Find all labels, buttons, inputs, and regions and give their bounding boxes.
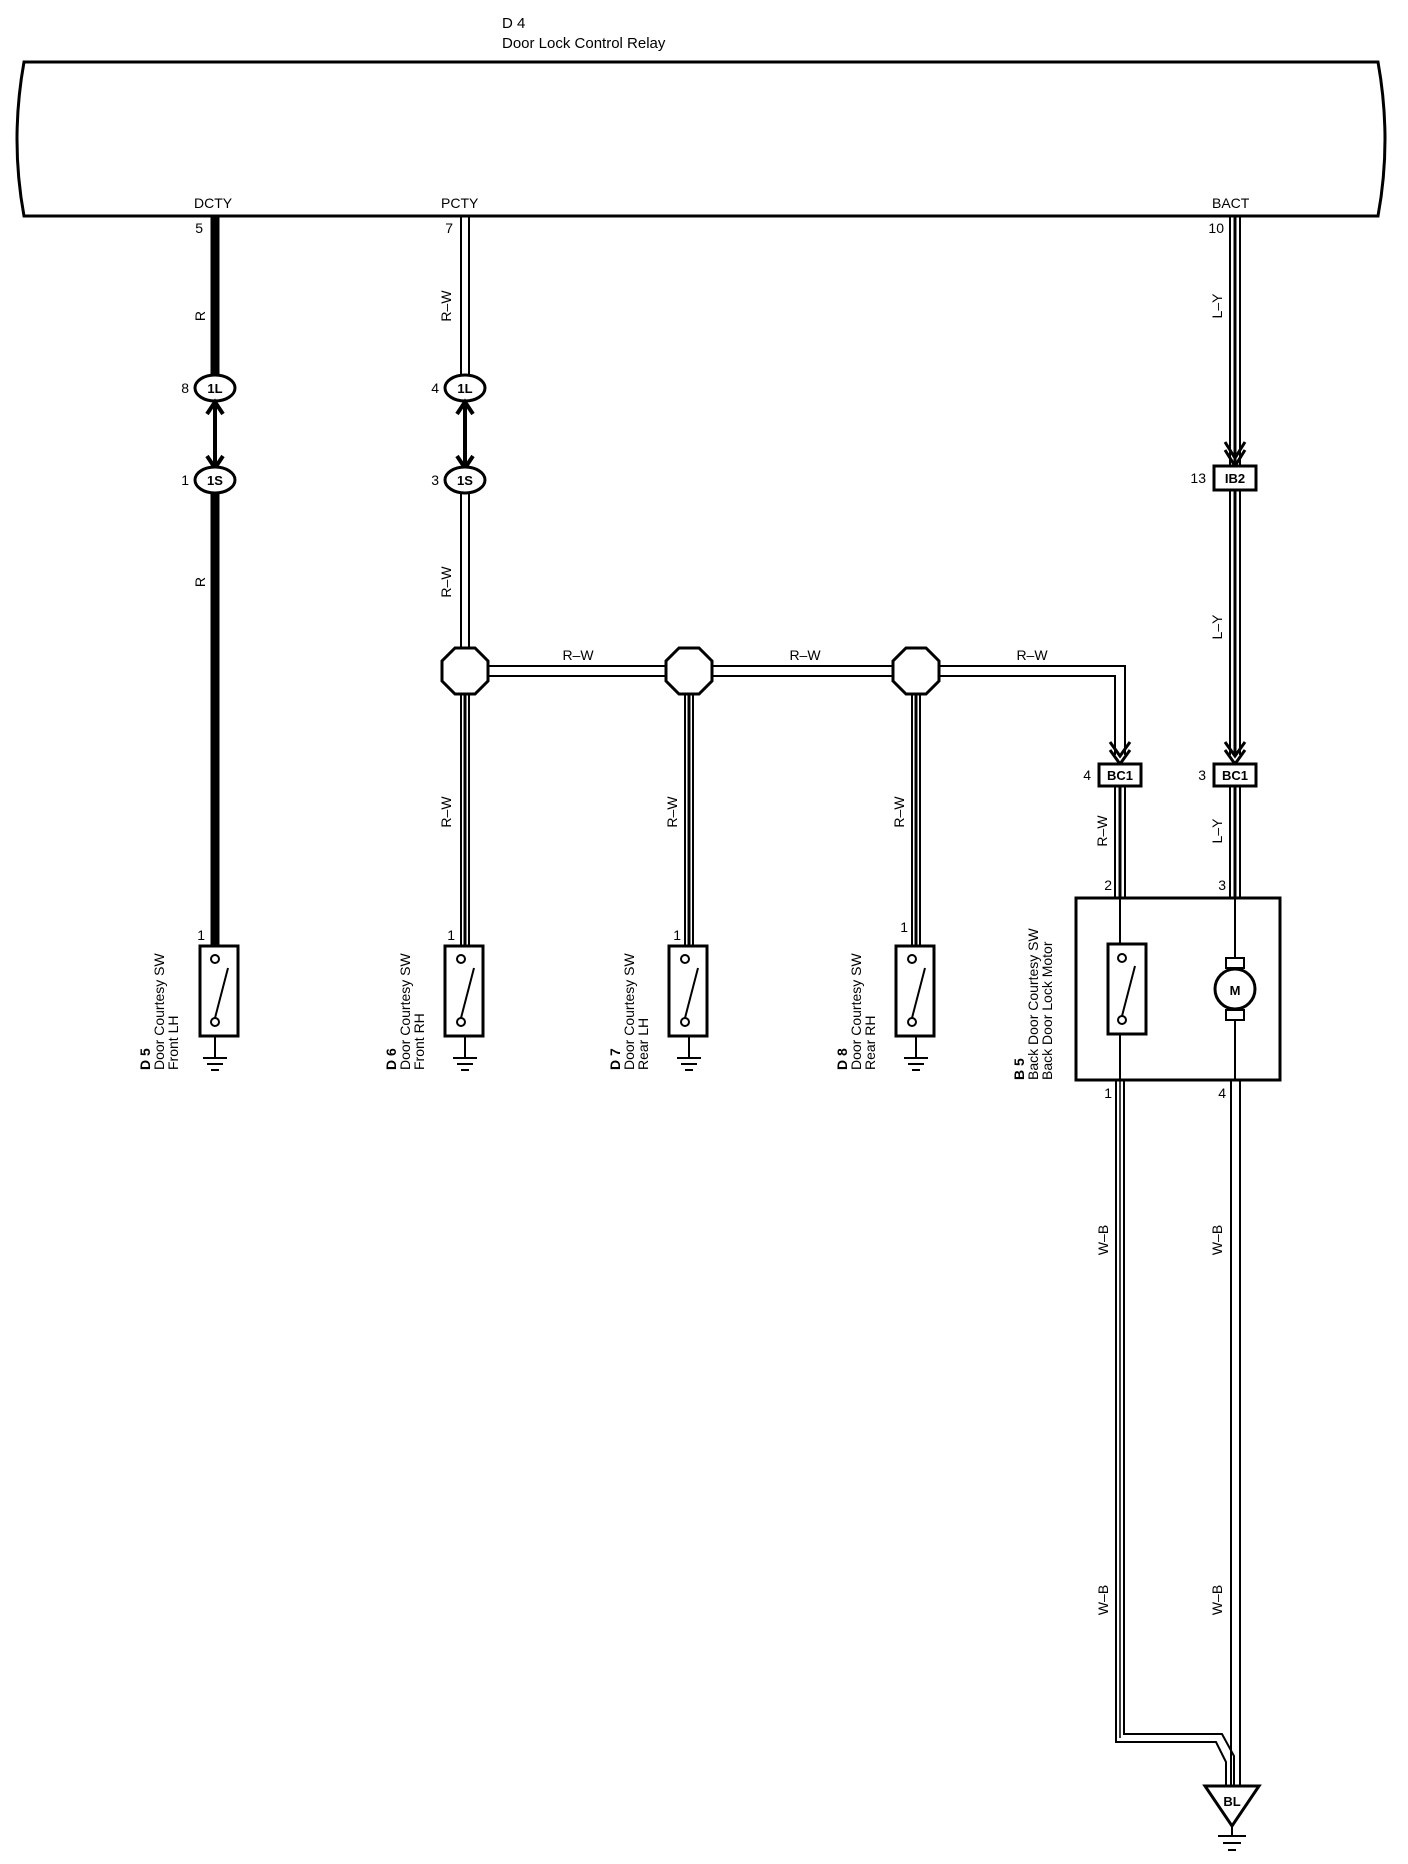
d8-line2: Rear RH: [862, 1016, 878, 1070]
wire-label-r-upper: R: [192, 311, 208, 321]
connector-ib2-label: IB2: [1225, 471, 1245, 486]
rw-bus: R–W R–W R–W R–W R–W R–W: [438, 646, 1132, 946]
pin-ib2-13: 13: [1190, 470, 1206, 486]
wire-label-bus-1: R–W: [562, 647, 594, 663]
d5-line1: Door Courtesy SW: [151, 953, 167, 1070]
connector-bc1-right: [1212, 762, 1258, 788]
connector-1s-pcty-label: 1S: [457, 473, 473, 488]
connector-1l-pcty-label: 1L: [457, 381, 472, 396]
pin-b5-4: 4: [1218, 1085, 1226, 1101]
pin-b5-3: 3: [1218, 877, 1226, 893]
pin-1s-3: 3: [431, 472, 439, 488]
switch-d6: 1 D 6 Door Courtesy SW Front RH: [383, 927, 485, 1071]
wire-label-r-lower: R: [192, 577, 208, 587]
d8-code: D 8: [834, 1048, 850, 1070]
connector-bc1-left-label: BC1: [1107, 768, 1133, 783]
terminal-pcty: PCTY: [441, 195, 479, 211]
d6-line1: Door Courtesy SW: [397, 953, 413, 1070]
wire-pcty: 7 R–W R–W 1L 4 1S 3: [431, 217, 487, 652]
wire-label-d8-branch: R–W: [891, 796, 907, 828]
terminal-dcty: DCTY: [194, 195, 233, 211]
pin-bact-10: 10: [1208, 220, 1224, 236]
relay-name: Door Lock Control Relay: [502, 35, 666, 52]
d7-line1: Door Courtesy SW: [621, 953, 637, 1070]
pin-b5-2: 2: [1104, 877, 1112, 893]
wire-label-bc1-rw: R–W: [1094, 815, 1110, 847]
pin-d8-1: 1: [900, 919, 908, 935]
connector-1s-dcty: [193, 465, 237, 495]
d5-line2: Front LH: [165, 1016, 181, 1070]
d5-code: D 5: [137, 1048, 153, 1070]
b5-line2: Back Door Lock Motor: [1039, 941, 1055, 1080]
splice-point-1: [440, 646, 490, 696]
component-b5: 2 3 1 4 M B 5 Back Door Courtesy SW Back…: [1011, 877, 1282, 1101]
b5-line1: Back Door Courtesy SW: [1025, 928, 1041, 1080]
d7-line2: Rear LH: [635, 1018, 651, 1070]
pin-bc1-3: 3: [1198, 767, 1206, 783]
wire-ground: W–B W–B W–B W–B BL: [1095, 1081, 1262, 1851]
pin-1s-1: 1: [181, 472, 189, 488]
terminal-bact: BACT: [1212, 195, 1250, 211]
wire-label-bus-3: R–W: [1016, 647, 1048, 663]
door-lock-control-relay: D 4 Door Lock Control Relay DCTY PCTY BA…: [15, 15, 1387, 218]
pin-1l-8: 8: [181, 380, 189, 396]
wire-label-d6-branch: R–W: [438, 796, 454, 828]
connectors-bc1: BC1 4 BC1 3 R–W: [1083, 762, 1258, 898]
wire-label-d7-branch: R–W: [664, 796, 680, 828]
switch-d8: 1 D 8 Door Courtesy SW Rear RH: [834, 919, 936, 1071]
ground-bl-label: BL: [1223, 1794, 1240, 1809]
wire-bact: 10 L–Y L–Y L–Y IB2 13: [1190, 217, 1258, 898]
pin-1l-4: 4: [431, 380, 439, 396]
pin-d7-1: 1: [673, 927, 681, 943]
wire-dcty: 5 R R 1L 8 1S 1: [181, 217, 237, 946]
d6-line2: Front RH: [411, 1013, 427, 1070]
wire-label-wb-right-lower: W–B: [1209, 1585, 1225, 1615]
connector-1l-dcty-label: 1L: [207, 381, 222, 396]
splice-point-2: [664, 646, 714, 696]
wire-label-wb-left-lower: W–B: [1095, 1585, 1111, 1615]
wire-label-ly-upper: L–Y: [1209, 293, 1225, 319]
pin-dcty-5: 5: [195, 220, 203, 236]
b5-code: B 5: [1011, 1058, 1027, 1080]
wire-label-ly-mid: L–Y: [1209, 614, 1225, 640]
d7-code: D 7: [607, 1048, 623, 1070]
pin-d5-1: 1: [197, 927, 205, 943]
splice-point-3: [891, 646, 941, 696]
connector-1s-pcty: [443, 465, 487, 495]
pin-d6-1: 1: [447, 927, 455, 943]
wire-label-rw-upper: R–W: [438, 290, 454, 322]
pin-b5-1: 1: [1104, 1085, 1112, 1101]
switch-d5: 1 D 5 Door Courtesy SW Front LH: [137, 927, 240, 1071]
wire-label-ly-lower: L–Y: [1209, 818, 1225, 844]
motor-symbol: M: [1230, 983, 1241, 998]
wire-label-wb-left-upper: W–B: [1095, 1225, 1111, 1255]
connector-1s-dcty-label: 1S: [207, 473, 223, 488]
d8-line1: Door Courtesy SW: [848, 953, 864, 1070]
pin-pcty-7: 7: [445, 220, 453, 236]
connector-ib2: [1212, 464, 1258, 492]
connector-junction-arrows-pcty: [455, 398, 475, 472]
wire-label-wb-right-upper: W–B: [1209, 1225, 1225, 1255]
switch-d7: 1 D 7 Door Courtesy SW Rear LH: [607, 927, 709, 1071]
pin-bc1-4: 4: [1083, 767, 1091, 783]
ground-bl-icon: [1202, 1784, 1262, 1829]
wire-label-bus-2: R–W: [789, 647, 821, 663]
connector-bc1-right-label: BC1: [1222, 768, 1248, 783]
wire-label-rw-lower: R–W: [438, 566, 454, 598]
relay-code: D 4: [502, 15, 525, 32]
connector-junction-arrows: [205, 398, 225, 472]
d6-code: D 6: [383, 1048, 399, 1070]
